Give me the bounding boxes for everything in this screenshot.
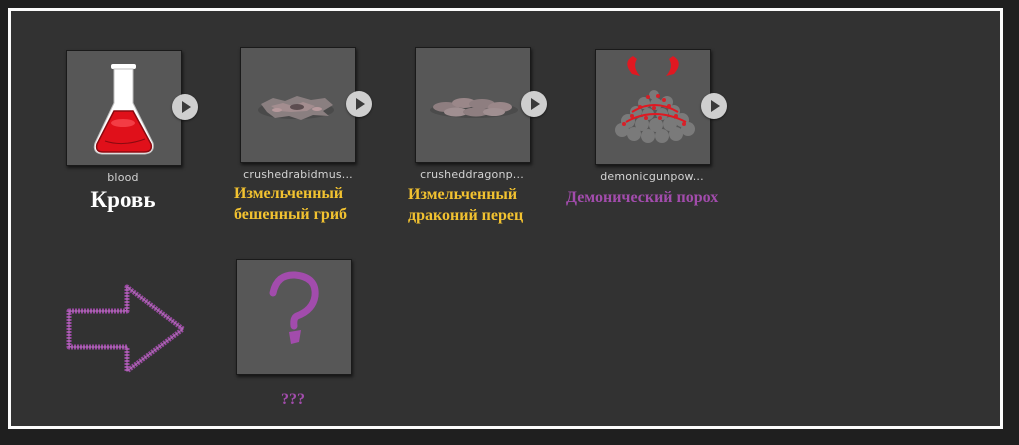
item-tile-demonic-gunpowder[interactable]: [595, 49, 711, 165]
play-button[interactable]: [172, 94, 198, 120]
crushed-pepper-icon: [430, 98, 518, 118]
play-button[interactable]: [521, 91, 547, 117]
item-filename: crushedrabidmus...: [243, 168, 353, 181]
item-tile-blood[interactable]: [66, 50, 182, 166]
play-button[interactable]: [346, 91, 372, 117]
recipe-panel: blood Кровь crushedrabidmus... Измельчен…: [8, 8, 1003, 429]
item-filename: blood: [107, 171, 139, 184]
result-caption: ???: [281, 391, 305, 408]
crushed-mushroom-icon: [258, 96, 334, 120]
right-arrow-icon: [66, 284, 186, 374]
item-caption-line1: Измельченный: [234, 185, 344, 202]
item-caption-line1: Измельченный: [408, 186, 518, 203]
potion-flask-icon: [93, 64, 154, 155]
item-filename: demonicgunpow...: [600, 170, 704, 183]
item-tile-crushed-pepper[interactable]: [415, 47, 531, 163]
item-caption-line2: драконий перец: [408, 207, 524, 224]
result-tile[interactable]: [236, 259, 352, 375]
play-button[interactable]: [701, 93, 727, 119]
question-mark-icon: [269, 271, 319, 344]
item-tile-crushed-mushroom[interactable]: [240, 47, 356, 163]
item-filename: crusheddragonp...: [420, 168, 524, 181]
item-caption-line2: бешенный гриб: [234, 206, 348, 223]
item-caption: Кровь: [90, 187, 156, 212]
demonic-gunpowder-icon: [615, 56, 695, 143]
item-caption: Демонический порох: [566, 189, 719, 206]
